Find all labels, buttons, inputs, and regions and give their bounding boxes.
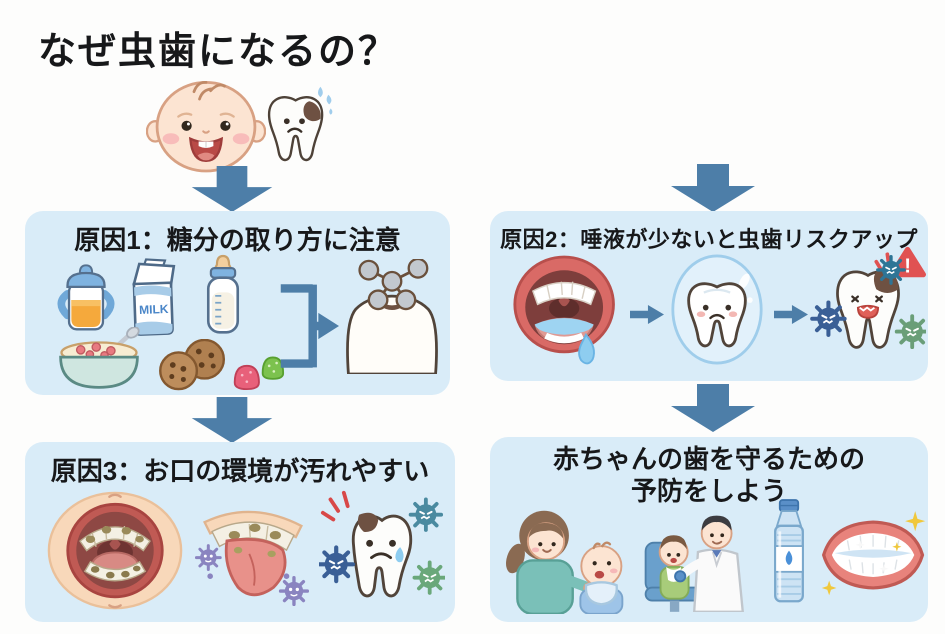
panel-cause2: 原因2：唾液が少ないと虫歯リスクアップ — [490, 211, 928, 381]
decayed-tooth-icon — [267, 86, 333, 162]
down-arrow-icon — [191, 166, 273, 212]
dentist-with-child-icon — [644, 515, 744, 612]
germ-icon — [894, 314, 926, 350]
plaque-mouth-icon — [47, 491, 183, 610]
germ-icon — [195, 544, 222, 571]
sparkle-icon — [879, 564, 889, 574]
plaque-tongue-icon — [195, 510, 310, 606]
germ-icon — [810, 300, 847, 337]
sparkling-mouth-icon — [821, 511, 926, 596]
milk-label: MILK — [139, 302, 169, 317]
baby-bottle-icon — [206, 254, 240, 334]
sippy-cup-icon — [57, 264, 115, 331]
panel-cause1: 原因1：糖分の取り方に注意 MILK — [25, 211, 450, 395]
panel-prevention-title: 赤ちゃんの歯を守るための 予防をしよう — [552, 444, 865, 506]
warning-exclamation: ! — [904, 256, 911, 278]
down-arrow-icon — [191, 397, 273, 443]
germ-icon — [876, 255, 906, 285]
germ-attacked-tooth-icon: ! — [810, 246, 926, 350]
panel-cause1-title: 原因1：糖分の取り方に注意 — [74, 225, 401, 255]
mother-brushing-baby-icon — [506, 510, 624, 614]
right-arrow-icon — [774, 305, 808, 324]
sugar-molecule-tooth-icon — [346, 259, 438, 374]
germ-icon — [412, 560, 445, 595]
panel-cause3-title: 原因3：お口の環境が汚れやすい — [50, 456, 430, 486]
germ-icon — [319, 545, 356, 584]
tooth-in-saliva-bubble-icon — [671, 254, 763, 365]
panel-cause3: 原因3：お口の環境が汚れやすい — [25, 442, 455, 622]
baby-face-icon — [146, 80, 266, 173]
water-bottle-icon — [774, 499, 804, 603]
sparkle-icon — [821, 580, 837, 596]
panel-cause2-title: 原因2：唾液が少ないと虫歯リスクアップ — [500, 227, 918, 252]
page-title: なぜ虫歯になるの？ — [38, 31, 399, 73]
germ-icon — [408, 497, 444, 532]
germ-icon — [278, 576, 310, 606]
gummies-icon — [233, 356, 285, 391]
bracket-arrow-icon — [280, 284, 339, 368]
sparkle-icon — [905, 511, 926, 532]
right-arrow-icon — [630, 305, 664, 324]
cookies-icon — [159, 339, 226, 391]
cereal-bowl-icon — [59, 327, 140, 389]
down-arrow-icon — [671, 384, 755, 432]
down-arrow-icon — [671, 164, 755, 212]
sparkle-icon — [855, 540, 865, 550]
panel-prevention: 赤ちゃんの歯を守るための 予防をしよう — [490, 437, 928, 622]
sparkle-icon — [892, 542, 902, 552]
milk-carton-icon: MILK — [132, 258, 176, 336]
drooling-mouth-icon — [513, 255, 615, 365]
crying-tooth-with-germs-icon — [319, 490, 445, 598]
